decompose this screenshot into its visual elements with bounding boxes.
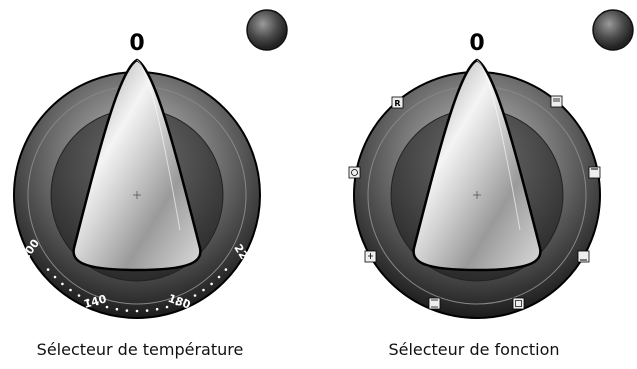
scale-dot bbox=[155, 307, 159, 311]
function-knob[interactable]: 0 R bbox=[337, 0, 637, 369]
scale-dot bbox=[96, 302, 99, 306]
svg-text:R: R bbox=[394, 99, 400, 108]
conventional-icon bbox=[428, 297, 441, 310]
light-icon bbox=[512, 297, 525, 310]
scale-dot bbox=[184, 298, 188, 302]
scale-dot bbox=[69, 288, 72, 292]
scale-dot bbox=[210, 282, 213, 286]
function-selector-label: Sélecteur de fonction bbox=[388, 340, 560, 359]
temperature-scale-dots bbox=[46, 268, 228, 313]
temperature-knob[interactable]: 0 100 140 180 220 bbox=[0, 0, 300, 369]
zero-mark: 0 bbox=[129, 31, 144, 56]
temperature-selector-label: Sélecteur de température bbox=[36, 340, 244, 359]
scale-dot bbox=[61, 282, 64, 286]
defrost-icon bbox=[364, 250, 377, 263]
top-heat-icon bbox=[588, 166, 601, 179]
scale-dot bbox=[165, 305, 169, 309]
scale-dot bbox=[145, 309, 149, 312]
fan-icon bbox=[348, 166, 361, 179]
scale-dot bbox=[217, 275, 221, 279]
scale-dot bbox=[77, 294, 81, 297]
bottom-heat-icon bbox=[577, 250, 590, 263]
scale-dot bbox=[135, 309, 139, 313]
scale-dot bbox=[86, 298, 90, 302]
indicator-lamp bbox=[592, 9, 634, 51]
function-icon-r: R bbox=[391, 96, 404, 109]
knob-blade[interactable] bbox=[412, 58, 542, 272]
zero-mark: 0 bbox=[469, 31, 484, 56]
scale-label-140: 140 bbox=[82, 292, 108, 311]
scale-dot bbox=[125, 309, 129, 312]
grill-icon bbox=[550, 95, 563, 108]
center-crosshair bbox=[473, 191, 481, 199]
knob-blade[interactable] bbox=[72, 58, 202, 272]
scale-dot bbox=[115, 307, 119, 311]
scale-dot bbox=[202, 288, 205, 292]
scale-dot bbox=[105, 305, 109, 309]
center-crosshair bbox=[133, 191, 141, 199]
scale-dot bbox=[53, 275, 57, 279]
scale-dot bbox=[46, 268, 50, 271]
scale-dot bbox=[193, 294, 197, 297]
scale-dot bbox=[175, 302, 178, 306]
scale-dot bbox=[224, 268, 228, 271]
indicator-lamp bbox=[246, 9, 288, 51]
